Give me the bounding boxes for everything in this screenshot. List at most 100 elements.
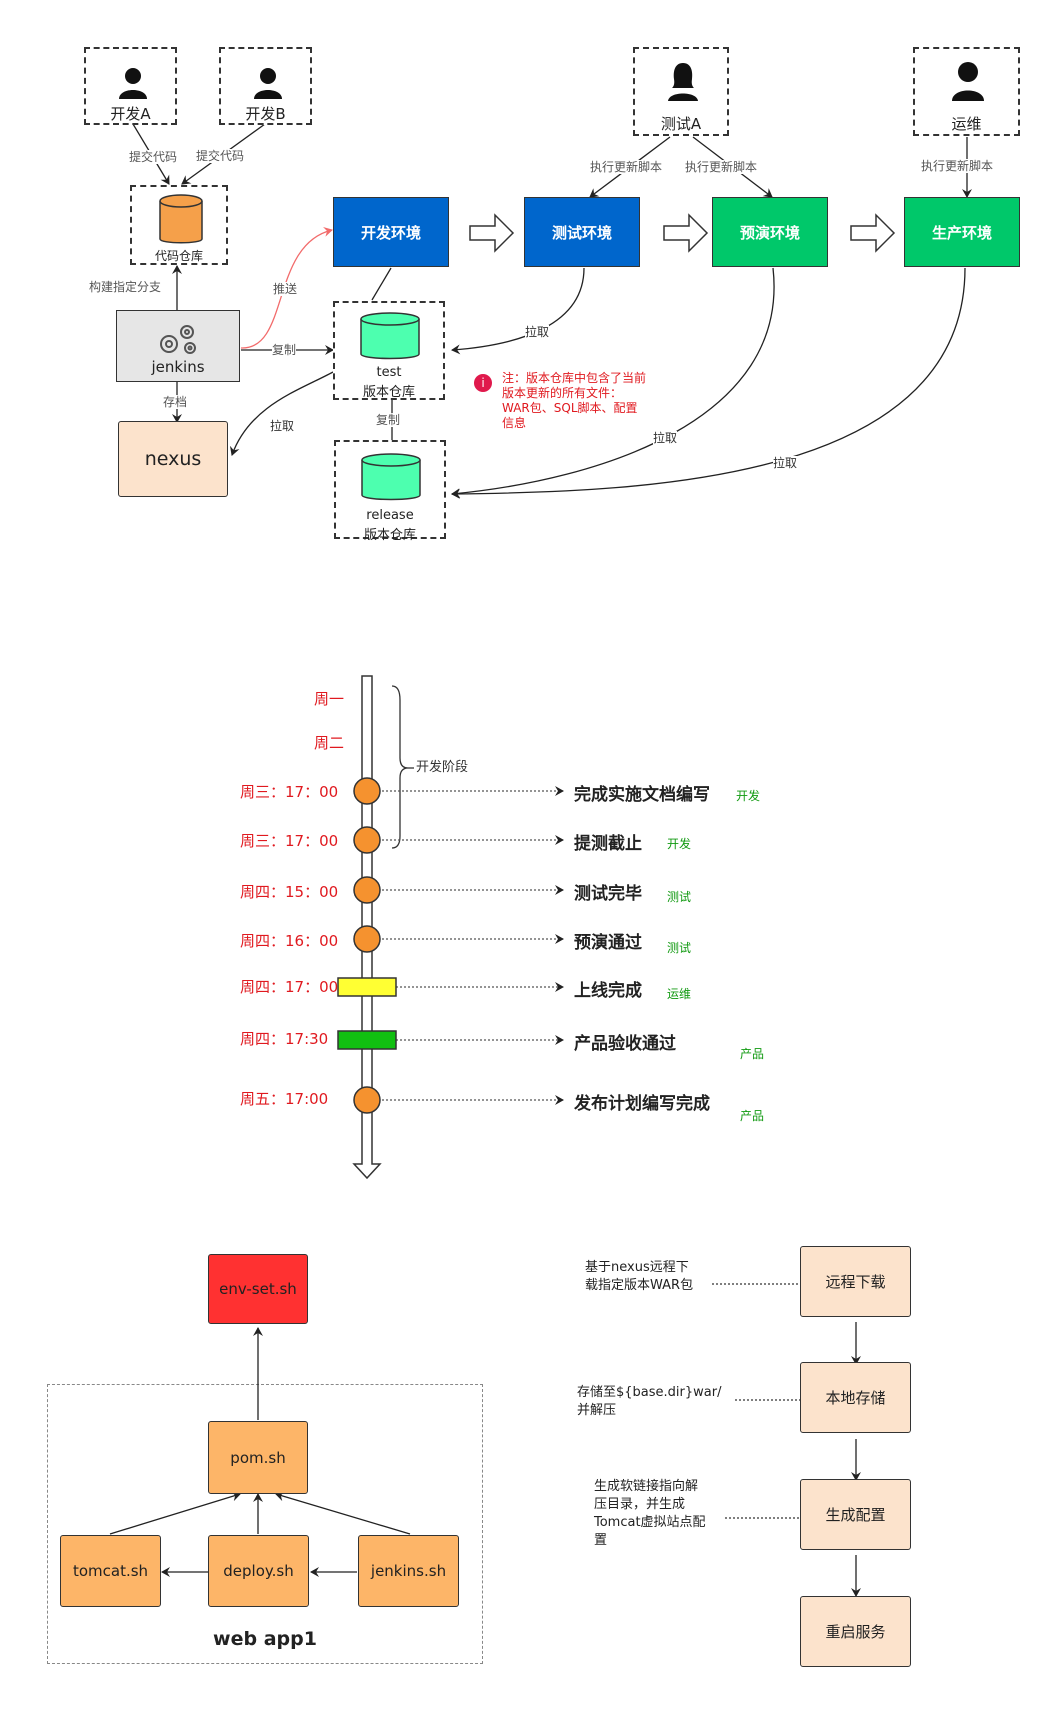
database-icon xyxy=(361,453,421,501)
step-note-line: 载指定版本WAR包 xyxy=(585,1278,694,1293)
event-label: 预演通过 xyxy=(574,933,642,953)
tester-a-card: 测试A xyxy=(633,47,729,136)
step-note-line: 存储至${base.dir}war/ xyxy=(577,1385,722,1400)
developer-b-card: 开发B xyxy=(219,47,312,125)
milestone-marker xyxy=(337,977,397,997)
pull-label: 拉取 xyxy=(773,456,798,470)
web-app-group xyxy=(47,1384,483,1664)
developer-a-card: 开发A xyxy=(84,47,177,125)
developer-b-name: 开发B xyxy=(245,105,286,123)
env-prod: 生产环境 xyxy=(904,197,1020,267)
milestone-marker xyxy=(337,1030,397,1050)
event-role: 产品 xyxy=(740,1047,765,1061)
person-icon xyxy=(952,62,984,101)
event-time: 周三：17：00 xyxy=(240,783,339,801)
note: 注：版本仓库中包含了当前 版本更新的所有文件： WAR包、SQL脚本、配置 信息 xyxy=(502,371,646,431)
event-role: 运维 xyxy=(667,987,692,1001)
milestone-marker xyxy=(353,876,381,904)
note-line: 版本更新的所有文件： xyxy=(502,386,623,400)
step-note-line: 生成软链接指向解 xyxy=(594,1479,699,1494)
event-label: 测试完毕 xyxy=(574,884,642,904)
push-label: 推送 xyxy=(273,282,298,296)
test-repo-box: test 版本仓库 xyxy=(333,301,445,400)
event-time: 周三：17：00 xyxy=(240,832,339,850)
event-time: 周五：17:00 xyxy=(240,1090,329,1108)
step-connectors xyxy=(712,1283,861,1597)
event-label: 产品验收通过 xyxy=(574,1034,676,1054)
dev-phase-bracket xyxy=(391,685,409,849)
event-role: 测试 xyxy=(667,890,692,904)
step-note-line: Tomcat虚拟站点配 xyxy=(594,1515,706,1530)
step-download: 远程下载 xyxy=(800,1246,911,1317)
gears-icon xyxy=(160,325,196,354)
milestone-marker xyxy=(353,777,381,805)
exec-script-label: 执行更新脚本 xyxy=(590,160,663,174)
day-label: 周二 xyxy=(314,734,345,752)
step-note-line: 基于nexus远程下 xyxy=(585,1260,689,1275)
archive-label: 存档 xyxy=(163,395,188,409)
release-repo-name: release xyxy=(366,508,414,523)
step-note: 生成软链接指向解 压目录，并生成 Tomcat虚拟站点配 置 xyxy=(594,1478,706,1550)
step-note-line: 压目录，并生成 xyxy=(594,1497,686,1512)
step-note: 基于nexus远程下 载指定版本WAR包 xyxy=(585,1259,693,1295)
pom-script: pom.sh xyxy=(208,1421,308,1494)
test-repo-name: test xyxy=(376,365,402,380)
build-branch-label: 构建指定分支 xyxy=(89,280,162,294)
database-icon xyxy=(159,194,203,244)
copy-label: 复制 xyxy=(272,343,297,357)
developer-a-name: 开发A xyxy=(110,105,151,123)
jenkins-label: jenkins xyxy=(151,358,205,376)
person-female-icon xyxy=(668,63,698,101)
database-icon xyxy=(360,312,420,360)
milestone-marker xyxy=(353,1086,381,1114)
step-restart: 重启服务 xyxy=(800,1596,911,1667)
pull-label: 拉取 xyxy=(270,419,295,433)
deploy-script: deploy.sh xyxy=(208,1535,309,1607)
event-role: 开发 xyxy=(736,789,761,803)
step-store: 本地存储 xyxy=(800,1362,911,1433)
event-role: 产品 xyxy=(740,1109,765,1123)
ops-card: 运维 xyxy=(913,47,1020,136)
env-dev: 开发环境 xyxy=(333,197,449,267)
event-label: 发布计划编写完成 xyxy=(574,1094,710,1114)
info-icon: i xyxy=(474,374,492,392)
event-role: 开发 xyxy=(667,837,692,851)
release-repo-box: release 版本仓库 xyxy=(334,440,446,543)
jenkins-box: jenkins xyxy=(116,310,240,382)
env-set-script: env-set.sh xyxy=(208,1254,308,1324)
note-line: 信息 xyxy=(502,416,527,430)
env-pre: 预演环境 xyxy=(712,197,828,267)
step-note-line: 并解压 xyxy=(577,1403,617,1418)
person-icon xyxy=(254,68,282,99)
submit-code-b-label: 提交代码 xyxy=(196,149,245,163)
timeline-graphics xyxy=(337,675,564,1180)
test-repo-sub: 版本仓库 xyxy=(362,385,415,400)
pull-label: 拉取 xyxy=(525,325,550,339)
exec-script-label: 执行更新脚本 xyxy=(921,159,994,173)
event-time: 周四：15：00 xyxy=(240,883,339,901)
step-config: 生成配置 xyxy=(800,1479,911,1550)
person-icon xyxy=(119,68,147,99)
jenkins-script: jenkins.sh xyxy=(358,1535,459,1607)
note-line: 注：版本仓库中包含了当前 xyxy=(502,371,647,385)
tomcat-script: tomcat.sh xyxy=(60,1535,161,1607)
env-test: 测试环境 xyxy=(524,197,640,267)
event-time: 周四：17：00 xyxy=(240,978,339,996)
pull-label: 拉取 xyxy=(653,431,678,445)
step-note: 存储至${base.dir}war/ 并解压 xyxy=(577,1384,721,1420)
exec-script-label: 执行更新脚本 xyxy=(685,160,758,174)
event-role: 测试 xyxy=(667,941,692,955)
event-time: 周四：17:30 xyxy=(240,1030,329,1048)
release-repo-sub: 版本仓库 xyxy=(363,528,416,543)
dev-phase-label: 开发阶段 xyxy=(416,760,469,775)
event-label: 上线完成 xyxy=(574,981,642,1001)
script-connectors xyxy=(109,1327,411,1577)
copy-label: 复制 xyxy=(376,413,401,427)
code-repo-box: 代码仓库 xyxy=(130,185,228,265)
event-label: 提测截止 xyxy=(574,834,642,854)
event-label: 完成实施文档编写 xyxy=(574,785,710,805)
tester-a-name: 测试A xyxy=(660,115,702,133)
milestone-marker xyxy=(353,826,381,854)
event-time: 周四：16：00 xyxy=(240,932,339,950)
hollow-arrow xyxy=(469,213,896,253)
